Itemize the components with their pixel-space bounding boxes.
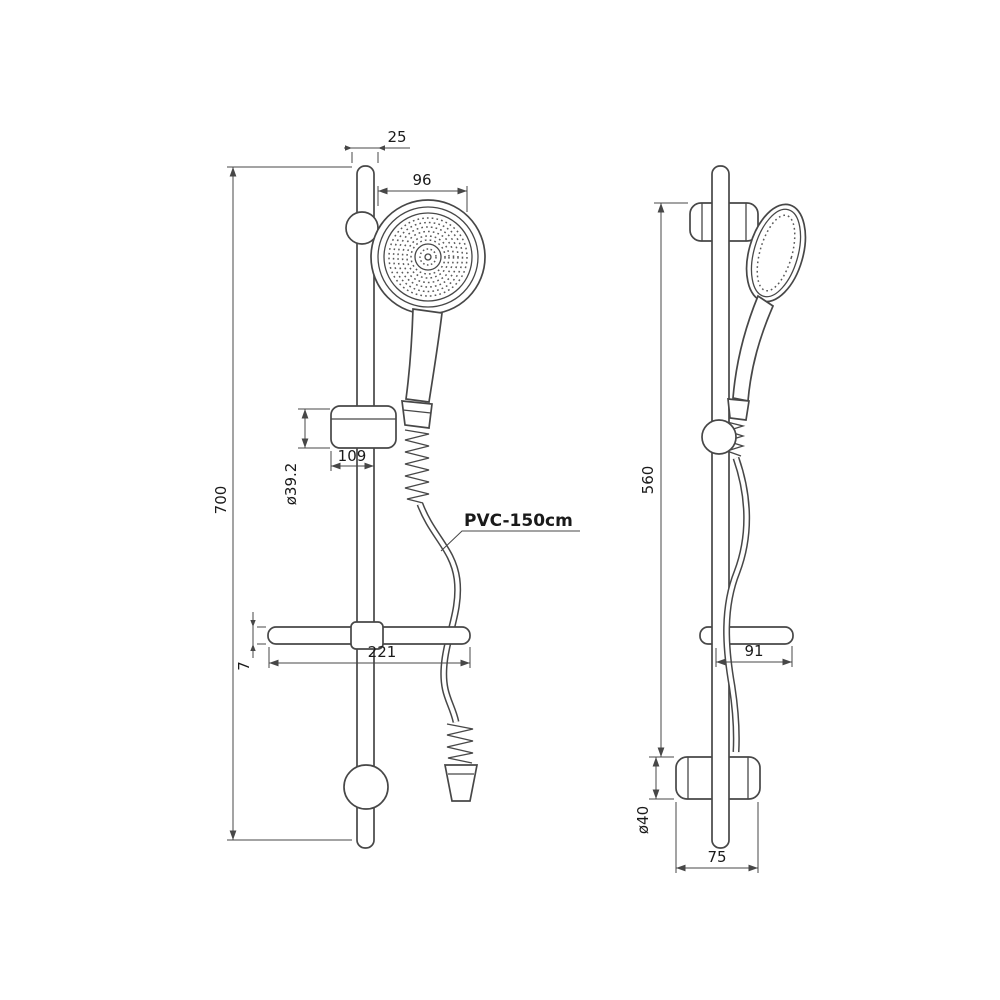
dim-slider-width-label: 109	[338, 447, 367, 465]
hose-callout: PVC-150cm	[440, 511, 580, 552]
dim-slider-width: 109	[330, 447, 375, 471]
dim-shelf-thickness: 7	[235, 612, 266, 671]
head-inner-rim	[377, 206, 479, 308]
hose-callout-leader	[440, 530, 580, 552]
dim-shelf-thickness-label: 7	[235, 661, 253, 671]
hose-front-fill	[418, 503, 460, 723]
slider-body	[330, 405, 397, 449]
spray-ring	[410, 239, 446, 275]
dim-rail-span-label: 560	[639, 466, 657, 495]
head-center-holes	[419, 248, 437, 266]
dim-bracket-width-label: 75	[707, 848, 726, 866]
dim-bracket-diameter-label: ø40	[634, 806, 652, 834]
dim-head-diameter: 96	[377, 171, 468, 212]
bottom-bracket-knob-front	[343, 764, 389, 810]
side-dimensions: 560 ø40 75 91	[634, 202, 793, 873]
hose-side-fill	[724, 457, 749, 753]
handle-nut-seam	[402, 409, 432, 414]
shelf-hub-front	[350, 621, 384, 650]
hose-label: PVC-150cm	[464, 511, 573, 531]
connector-spring	[446, 723, 474, 764]
side-view	[675, 165, 807, 849]
spray-ring	[392, 221, 464, 293]
dim-slider-diameter-label: ø39.2	[282, 463, 300, 506]
handle-front	[405, 308, 443, 403]
front-dimensions: 25 96 700 ø39.2 109	[212, 128, 580, 841]
dim-bar-offset: 25	[344, 128, 410, 163]
head-center-cap	[414, 243, 442, 271]
dim-bracket-width: 75	[675, 802, 759, 873]
hose-spring-front	[404, 429, 430, 504]
shower-head-side	[745, 203, 807, 303]
handle-nut-front	[401, 400, 433, 429]
spray-ring	[388, 217, 468, 297]
spray-ring	[401, 230, 455, 284]
dim-head-diameter-label: 96	[412, 171, 431, 189]
spray-ring	[406, 235, 450, 279]
head-center-dot	[424, 253, 432, 261]
dim-shelf-width-label: 221	[368, 643, 397, 661]
slide-bar-side	[711, 165, 730, 849]
head-face-edge	[383, 212, 473, 302]
shower-head-front	[370, 199, 486, 315]
dim-shelf-depth: 91	[715, 642, 793, 667]
dim-bracket-diameter: ø40	[634, 757, 674, 834]
handle-nut-side	[727, 398, 750, 421]
connector-nut	[443, 764, 479, 802]
slider-knob-side	[701, 419, 737, 455]
dim-slider-diameter: ø39.2	[282, 408, 330, 506]
dim-rail-span: 560	[639, 202, 688, 758]
dim-shelf-width: 221	[268, 643, 471, 668]
dim-shelf-depth-label: 91	[744, 642, 763, 660]
front-view	[267, 165, 486, 849]
dim-bar-offset-label: 25	[387, 128, 406, 146]
dim-total-height: 700	[212, 166, 352, 841]
slide-bar-front	[356, 165, 375, 849]
handle-side	[732, 294, 775, 403]
dim-total-height-label: 700	[212, 486, 230, 515]
spray-ring	[397, 226, 459, 288]
slider-bracket-front	[330, 405, 397, 449]
